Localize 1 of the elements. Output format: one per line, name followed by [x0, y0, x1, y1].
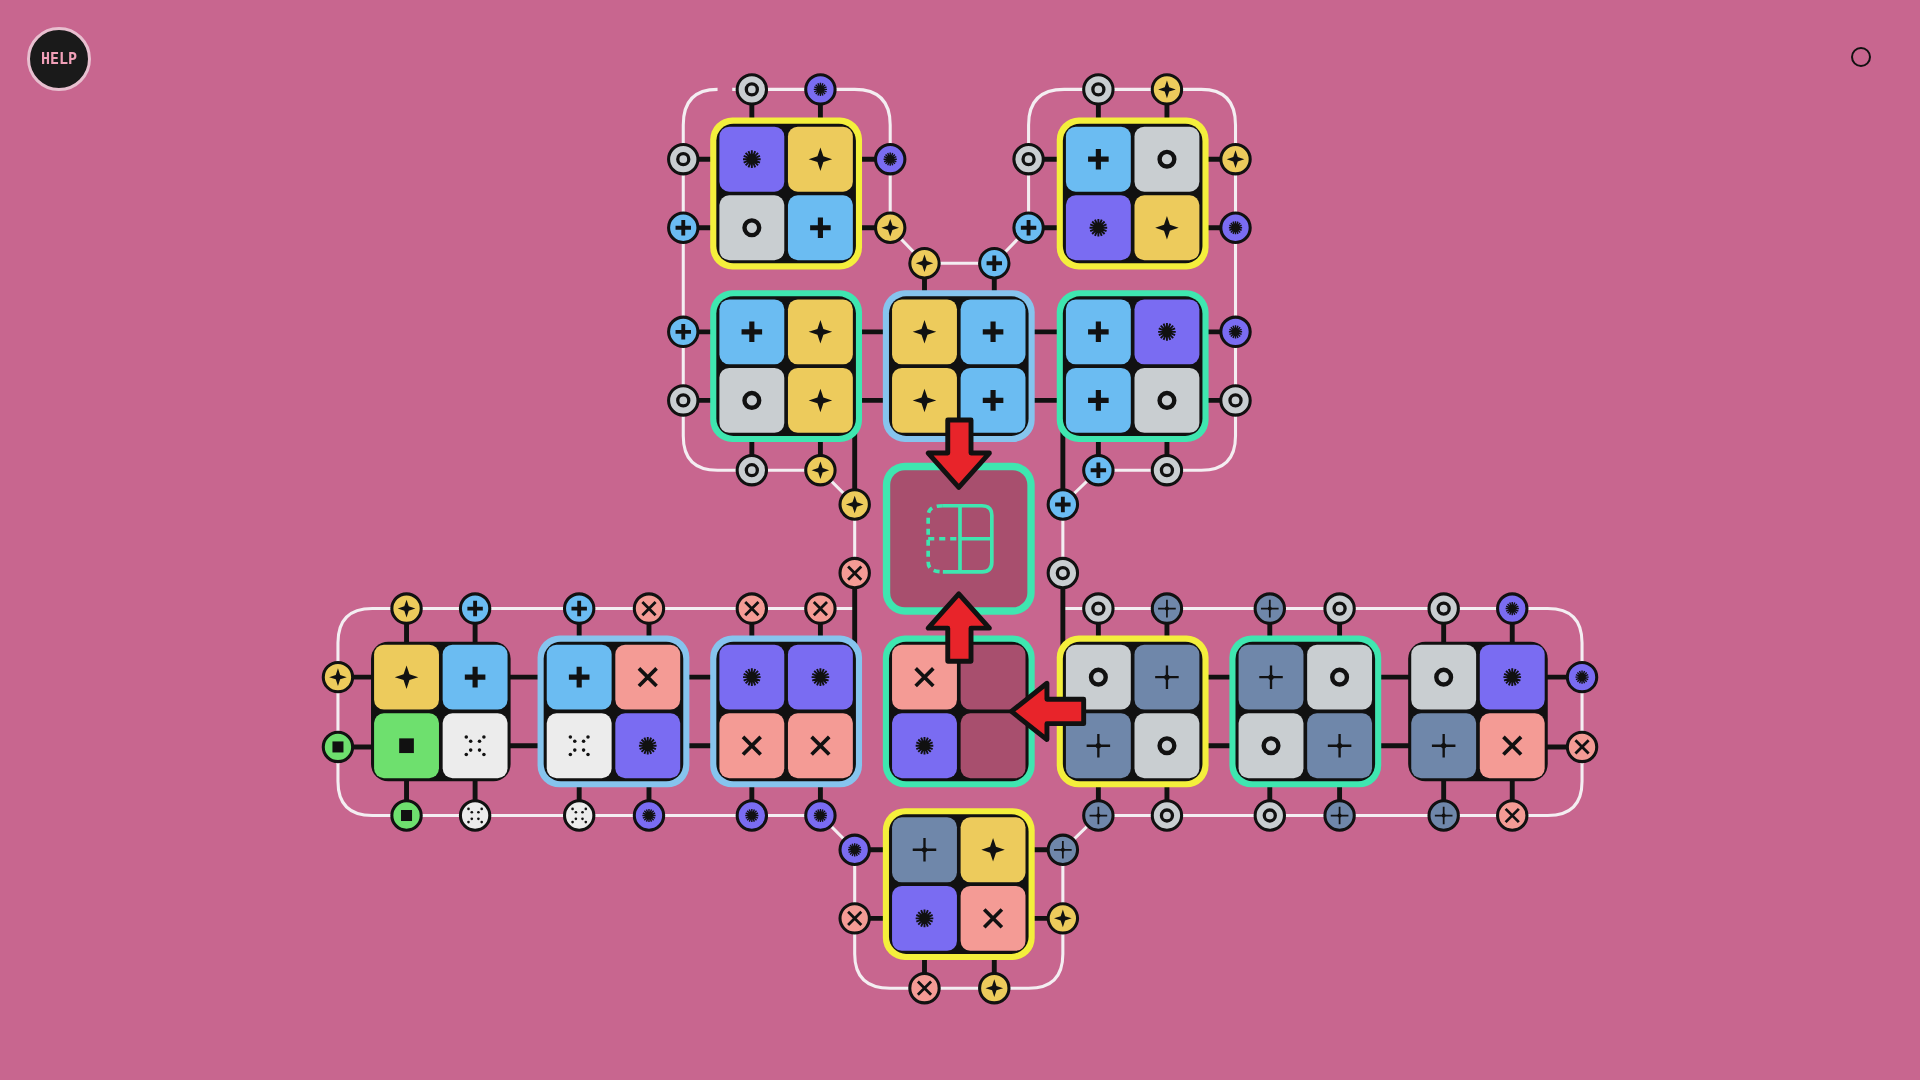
help-button: HELP — [27, 27, 91, 91]
